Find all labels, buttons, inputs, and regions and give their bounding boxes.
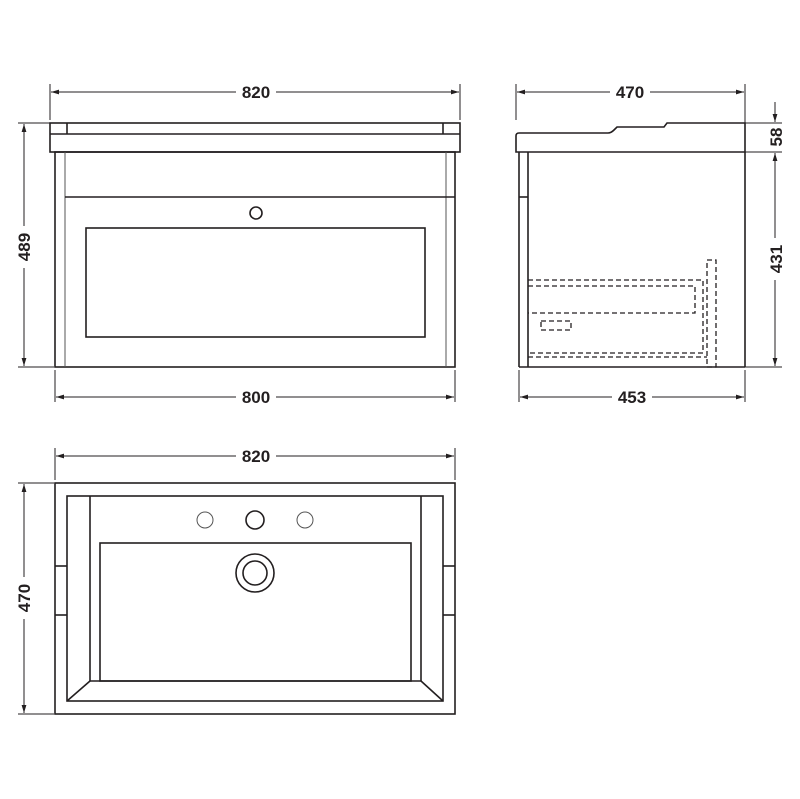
- waste-outlet: [235, 553, 275, 593]
- dimension-label: 800: [242, 388, 270, 407]
- side-depth-bottom-dimension: 453: [518, 370, 746, 407]
- dimension-label: 820: [242, 447, 270, 466]
- dimension-label: 820: [242, 83, 270, 102]
- hidden-drawer-outline: [528, 259, 717, 368]
- dimension-label: 470: [15, 584, 34, 612]
- front-view: 820 489 800: [14, 82, 461, 407]
- basin-bowl: [99, 542, 412, 682]
- plan-view: 820 470: [14, 446, 456, 715]
- dimension-label: 431: [767, 245, 786, 273]
- dimension-label: 58: [767, 128, 786, 147]
- side-depth-top-dimension: 470: [515, 82, 746, 125]
- basin-outline: [54, 482, 456, 715]
- drawer-panel: [85, 227, 426, 338]
- plan-width-dimension: 820: [54, 446, 456, 480]
- tap-hole-left: [196, 511, 214, 529]
- side-view: 470 58 431: [515, 82, 788, 407]
- drawer-knob: [249, 206, 263, 220]
- countertop: [49, 122, 461, 153]
- tap-hole-center: [245, 510, 265, 530]
- side-countertop: [515, 122, 746, 153]
- cabinet-body: [54, 151, 456, 368]
- front-width-bottom-dimension: 800: [54, 370, 456, 407]
- front-height-dimension: 489: [14, 122, 54, 368]
- side-dimensions-right: 58 431: [745, 102, 788, 368]
- front-width-top-dimension: 820: [49, 82, 461, 120]
- tap-hole-right: [296, 511, 314, 529]
- dimension-label: 470: [616, 83, 644, 102]
- dimension-label: 489: [15, 233, 34, 261]
- plan-depth-dimension: 470: [14, 482, 54, 715]
- dimension-label: 453: [618, 388, 646, 407]
